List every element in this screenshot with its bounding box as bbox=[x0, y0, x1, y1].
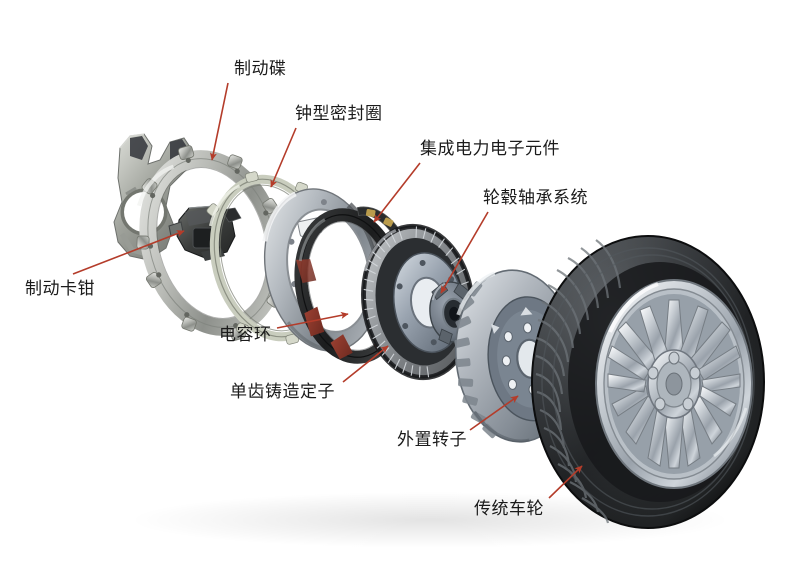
leader-single-tooth-cast-stator bbox=[342, 345, 389, 383]
leader-lines bbox=[72, 82, 583, 499]
leader-external-rotor bbox=[469, 395, 519, 431]
part-brake-caliper bbox=[168, 205, 242, 261]
ground-shadow bbox=[130, 492, 730, 548]
part-conventional-wheel bbox=[531, 235, 765, 529]
label-bell-seal-ring: 钟型密封圈 bbox=[295, 104, 383, 124]
leader-integrated-power-electronics bbox=[373, 162, 421, 223]
label-hub-bearing-system: 轮毂轴承系统 bbox=[483, 188, 588, 208]
leader-hub-bearing-system bbox=[440, 211, 489, 294]
leader-capacitor-ring bbox=[276, 311, 349, 329]
leader-brake-caliper bbox=[72, 230, 185, 275]
label-single-tooth-cast-stator: 单齿铸造定子 bbox=[230, 382, 335, 402]
leader-conventional-wheel bbox=[548, 465, 583, 499]
label-capacitor-ring: 电容环 bbox=[219, 325, 272, 345]
label-brake-disc: 制动碟 bbox=[234, 59, 287, 79]
label-external-rotor: 外置转子 bbox=[397, 430, 467, 450]
label-brake-caliper: 制动卡钳 bbox=[25, 279, 95, 299]
leader-brake-disc bbox=[209, 82, 229, 161]
label-conventional-wheel: 传统车轮 bbox=[474, 499, 544, 519]
label-integrated-power-electronics: 集成电力电子元件 bbox=[420, 139, 560, 159]
leader-bell-seal-ring bbox=[270, 127, 297, 188]
